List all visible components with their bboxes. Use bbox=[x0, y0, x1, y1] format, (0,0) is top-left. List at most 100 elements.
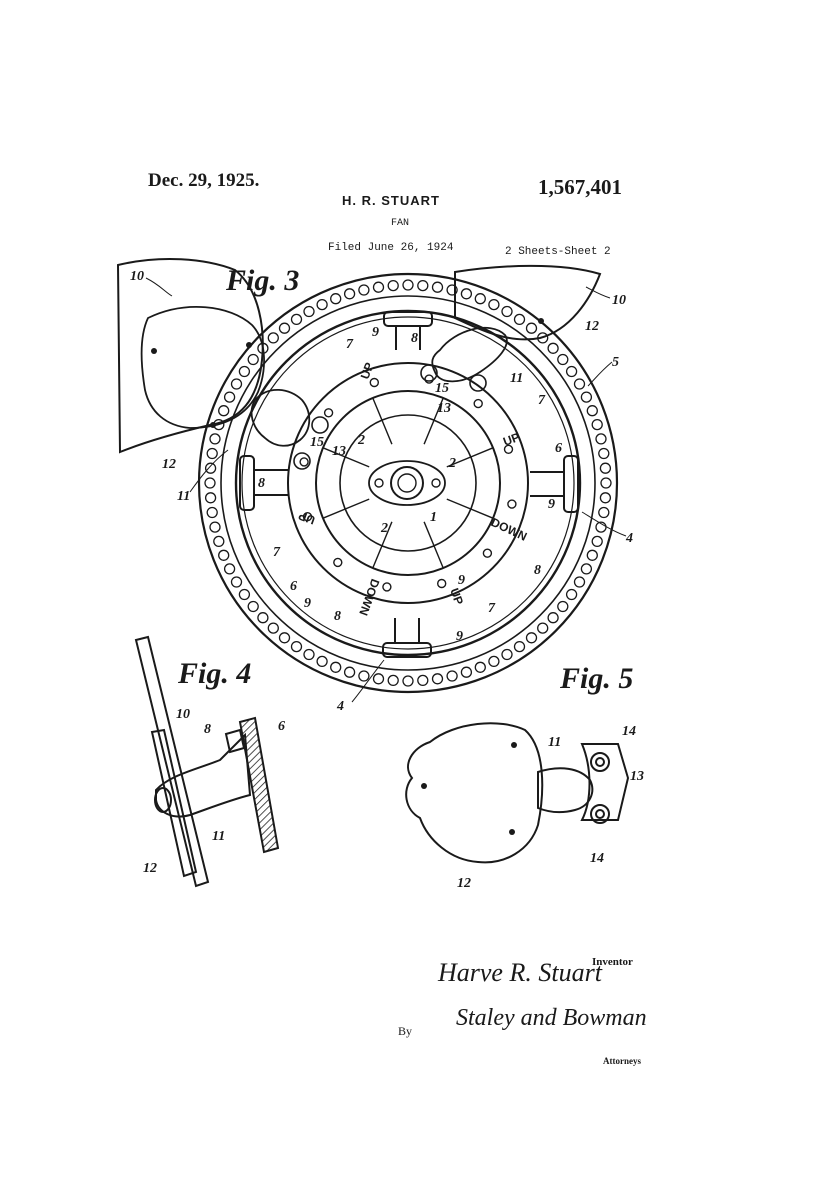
screw-15-d bbox=[469, 374, 487, 392]
attorney-label: Attorneys bbox=[603, 1056, 641, 1066]
hub-hole bbox=[482, 548, 493, 558]
boss-screw-left bbox=[374, 478, 384, 488]
fig3-ref-12a: 12 bbox=[585, 319, 599, 334]
hub-hole bbox=[299, 457, 309, 467]
fig4-ref-8: 8 bbox=[204, 722, 211, 737]
hub-hole bbox=[507, 499, 517, 509]
rim-hole bbox=[513, 640, 526, 653]
rim-hole bbox=[213, 535, 225, 548]
fig3-ref-7a: 7 bbox=[346, 337, 354, 352]
rim-hole bbox=[488, 298, 500, 311]
fig3-ref-8d: 8 bbox=[534, 563, 541, 578]
sheet-count: 2 Sheets-Sheet 2 bbox=[505, 246, 611, 258]
fig3-ref-10b: 10 bbox=[612, 293, 626, 308]
blade-top-left bbox=[116, 258, 264, 454]
rim-hole bbox=[431, 281, 444, 293]
rim-hole bbox=[460, 666, 473, 678]
fig3-ref-2c: 2 bbox=[380, 521, 388, 536]
hub-spoke bbox=[423, 521, 444, 569]
rim-hole bbox=[586, 405, 598, 417]
fig4-ref-11: 11 bbox=[212, 829, 225, 844]
rim-hole bbox=[460, 288, 473, 300]
blade-plate-12 bbox=[140, 306, 265, 429]
rim-hole bbox=[598, 447, 610, 460]
figure-5 bbox=[405, 722, 630, 864]
rim-hole bbox=[565, 588, 578, 601]
figure-5-labels: Fig. 5 11 14 13 14 12 bbox=[457, 662, 644, 891]
center-shaft bbox=[390, 466, 424, 500]
fig5-ref-14b: 14 bbox=[590, 851, 604, 866]
outer-rim bbox=[197, 272, 619, 694]
hub-spoke bbox=[446, 498, 494, 519]
figure-4-labels: Fig. 4 10 8 6 11 12 bbox=[143, 657, 285, 876]
blade-arm-top-right bbox=[431, 326, 508, 383]
rim-hole bbox=[402, 279, 414, 291]
rim-hole bbox=[525, 322, 538, 334]
hub-center-ring bbox=[339, 414, 477, 552]
rim-hole bbox=[206, 506, 218, 519]
fig3-ref-9: 9 bbox=[372, 325, 379, 340]
hub-hole bbox=[503, 444, 514, 454]
rim-hole bbox=[599, 492, 612, 504]
fig3-ref-11a: 11 bbox=[510, 371, 523, 386]
fig4-ref-12: 12 bbox=[143, 861, 157, 876]
rim-hole bbox=[204, 462, 217, 474]
fig3-ref-13a: 13 bbox=[437, 401, 451, 416]
attorney-signature: Staley and Bowman bbox=[456, 1005, 647, 1031]
hub-plate bbox=[287, 362, 529, 604]
hub-hole bbox=[437, 578, 447, 589]
patent-title: FAN bbox=[391, 218, 410, 229]
fig3-leader-lines bbox=[145, 277, 627, 703]
rim-hole bbox=[431, 673, 444, 685]
fig5-ref-11: 11 bbox=[548, 735, 561, 750]
fig3-ref-7c: 7 bbox=[273, 545, 281, 560]
rim-hole bbox=[488, 655, 500, 668]
fig3-label: Fig. 3 bbox=[225, 264, 299, 297]
hub-label-up-3: UP bbox=[297, 508, 317, 527]
rim-hole bbox=[525, 632, 538, 644]
hub-label-up-2: UP bbox=[501, 430, 521, 449]
rim-hole bbox=[230, 378, 243, 390]
rim-hole bbox=[547, 342, 559, 354]
fig3-ref-15a: 15 bbox=[435, 381, 449, 396]
fig3-ref-7b: 7 bbox=[538, 393, 546, 408]
patent-date: Dec. 29, 1925. bbox=[148, 170, 260, 191]
boss-screw-right bbox=[431, 478, 441, 488]
rim-hole bbox=[513, 313, 526, 326]
rim-hole bbox=[387, 279, 399, 292]
hub-hole bbox=[369, 377, 379, 388]
by-label: By bbox=[398, 1024, 413, 1038]
rim-hole bbox=[343, 666, 356, 678]
fig4-blade-10 bbox=[134, 635, 210, 888]
hub-spoke bbox=[446, 447, 494, 468]
fig4-arm-11 bbox=[155, 732, 252, 818]
fig3-ref-12b: 12 bbox=[162, 457, 176, 472]
inventor-name: H. R. STUART bbox=[342, 193, 440, 208]
fig3-ref-15b: 15 bbox=[310, 435, 324, 450]
fig3-ref-4a: 4 bbox=[625, 531, 633, 546]
screw-15-c bbox=[420, 364, 438, 382]
fig4-arm-end bbox=[154, 787, 172, 813]
fig4-clamp-8 bbox=[224, 728, 246, 754]
rim-inner-edge bbox=[220, 295, 596, 671]
rim-hole bbox=[537, 622, 549, 634]
fig5-ref-13: 13 bbox=[630, 769, 644, 784]
fig4-label: Fig. 4 bbox=[177, 657, 251, 690]
hub-hole bbox=[473, 398, 483, 409]
hub-hole bbox=[382, 582, 392, 592]
hub-hole bbox=[302, 512, 313, 522]
screw-15-a bbox=[311, 416, 329, 434]
rim-hole bbox=[372, 673, 385, 685]
hub-spoke bbox=[372, 397, 393, 445]
rim-hole bbox=[209, 521, 221, 533]
rim-hole bbox=[598, 506, 610, 519]
rim-hole bbox=[247, 353, 259, 366]
filed-date: Filed June 26, 1924 bbox=[328, 242, 454, 254]
rim-hole bbox=[547, 612, 559, 624]
center-bore bbox=[397, 473, 417, 493]
hub-holes bbox=[299, 374, 517, 592]
figure-3-labels: Fig. 3 10 10 12 12 11 11 9 8 7 7 15 13 1… bbox=[130, 264, 633, 714]
fig3-ref-6b: 6 bbox=[290, 579, 297, 594]
fig5-clamp-13 bbox=[580, 743, 630, 821]
